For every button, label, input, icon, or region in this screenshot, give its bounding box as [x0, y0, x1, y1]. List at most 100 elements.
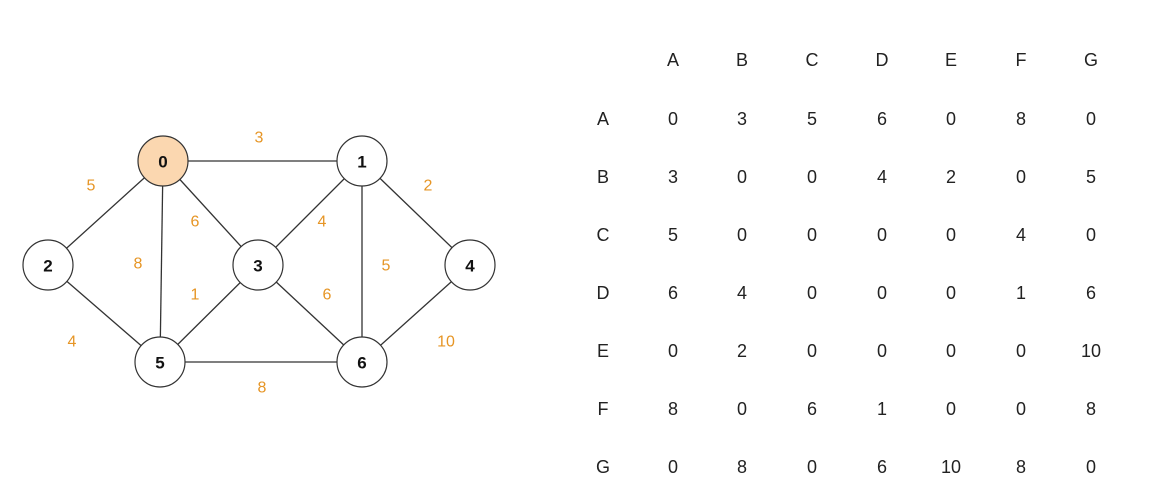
matrix-cell: 0 — [945, 109, 956, 129]
matrix-cell: 0 — [806, 457, 817, 477]
matrix-cell: 10 — [940, 457, 962, 477]
edge-weight-5-6: 8 — [258, 380, 267, 397]
edge-weight-3-5: 1 — [191, 287, 200, 304]
matrix-col-header: B — [735, 50, 748, 70]
matrix-row-header: B — [596, 167, 609, 187]
node-6: 6 — [336, 336, 388, 388]
matrix-cell: 0 — [1015, 167, 1026, 187]
matrix-cell: 0 — [945, 283, 956, 303]
matrix-cell: 6 — [876, 109, 887, 129]
weighted-graph: 3 5 6 8 4 5 2 4 1 6 8 10 0 1 2 3 4 5 6 — [22, 130, 496, 397]
edge-weight-1-4: 2 — [424, 178, 433, 195]
matrix-col-header: E — [944, 50, 957, 70]
matrix-cell: 0 — [1085, 109, 1096, 129]
matrix-cell: 0 — [945, 225, 956, 245]
edge-weight-1-6: 5 — [382, 258, 391, 275]
edge-weight-4-6: 10 — [437, 334, 455, 351]
node-3: 3 — [232, 239, 284, 291]
node-label-2: 2 — [43, 257, 52, 276]
matrix-row-header: D — [596, 283, 610, 303]
node-label-0: 0 — [158, 153, 167, 172]
node-label-1: 1 — [357, 153, 366, 172]
matrix-cell: 0 — [806, 167, 817, 187]
matrix-row-header: E — [596, 341, 609, 361]
matrix-cell: 0 — [876, 341, 887, 361]
matrix-cell: 8 — [1085, 399, 1096, 419]
matrix-cell: 2 — [945, 167, 956, 187]
matrix-cell: 0 — [736, 167, 747, 187]
matrix-cell: 8 — [667, 399, 678, 419]
matrix-col-header: C — [805, 50, 819, 70]
matrix-row-header: G — [595, 457, 610, 477]
matrix-cell: 0 — [736, 225, 747, 245]
node-circle-1 — [336, 135, 388, 187]
edge-0-2 — [47, 160, 164, 266]
matrix-cell: 8 — [736, 457, 747, 477]
edge-weight-0-2: 5 — [87, 178, 96, 195]
matrix-cell: 0 — [667, 109, 678, 129]
node-circle-4 — [444, 239, 496, 291]
edge-weight-0-3: 6 — [191, 214, 200, 231]
node-circle-5 — [134, 336, 186, 388]
node-0: 0 — [137, 135, 189, 187]
matrix-cell: 0 — [1015, 341, 1026, 361]
matrix-cell: 8 — [1015, 109, 1026, 129]
matrix-cell: 6 — [1085, 283, 1096, 303]
matrix-cell: 0 — [667, 341, 678, 361]
edge-weight-1-3: 4 — [318, 214, 327, 231]
node-label-5: 5 — [155, 354, 164, 373]
node-circle-0 — [137, 135, 189, 187]
matrix-cell: 0 — [945, 341, 956, 361]
matrix-cell: 0 — [736, 399, 747, 419]
edge-weight-0-1: 3 — [255, 130, 264, 147]
matrix-cell: 5 — [667, 225, 678, 245]
node-circle-3 — [232, 239, 284, 291]
matrix-col-header: G — [1083, 50, 1098, 70]
matrix-cell: 0 — [806, 341, 817, 361]
matrix-cell: 1 — [876, 399, 887, 419]
matrix-col-header: D — [875, 50, 889, 70]
edge-weight-2-5: 4 — [68, 334, 77, 351]
matrix-row-header: F — [597, 399, 609, 419]
matrix-cell: 0 — [667, 457, 678, 477]
matrix-cell: 0 — [806, 225, 817, 245]
graph-nodes: 0 1 2 3 4 5 6 — [22, 135, 496, 388]
matrix-cell: 5 — [1085, 167, 1096, 187]
node-label-6: 6 — [357, 354, 366, 373]
node-1: 1 — [336, 135, 388, 187]
node-circle-2 — [22, 239, 74, 291]
node-2: 2 — [22, 239, 74, 291]
edge-weight-0-5: 8 — [134, 256, 143, 273]
node-5: 5 — [134, 336, 186, 388]
matrix-cell: 4 — [876, 167, 887, 187]
matrix-cell: 0 — [876, 283, 887, 303]
matrix-cell: 4 — [736, 283, 747, 303]
matrix-cell: 0 — [806, 283, 817, 303]
node-4: 4 — [444, 239, 496, 291]
matrix-row-header: A — [596, 109, 609, 129]
matrix-cell: 6 — [806, 399, 817, 419]
matrix-cell: 6 — [667, 283, 678, 303]
node-label-3: 3 — [253, 257, 262, 276]
edge-0-5 — [159, 160, 164, 363]
matrix-cell: 10 — [1080, 341, 1102, 361]
matrix-cell: 0 — [1015, 399, 1026, 419]
matrix-cell: 0 — [945, 399, 956, 419]
matrix-cell: 3 — [736, 109, 747, 129]
matrix-col-header: A — [666, 50, 679, 70]
matrix-cell: 0 — [876, 225, 887, 245]
matrix-cell: 2 — [736, 341, 747, 361]
node-circle-6 — [336, 336, 388, 388]
edge-weight-3-6: 6 — [323, 287, 332, 304]
matrix-cell: 0 — [1085, 225, 1096, 245]
matrix-cell: 6 — [876, 457, 887, 477]
matrix-col-header: F — [1015, 50, 1027, 70]
matrix-row-header: C — [596, 225, 610, 245]
node-label-4: 4 — [465, 257, 475, 276]
matrix-cell: 4 — [1015, 225, 1026, 245]
matrix-cell: 5 — [806, 109, 817, 129]
matrix-cell: 1 — [1015, 283, 1026, 303]
matrix-cell: 0 — [1085, 457, 1096, 477]
matrix-cell: 8 — [1015, 457, 1026, 477]
